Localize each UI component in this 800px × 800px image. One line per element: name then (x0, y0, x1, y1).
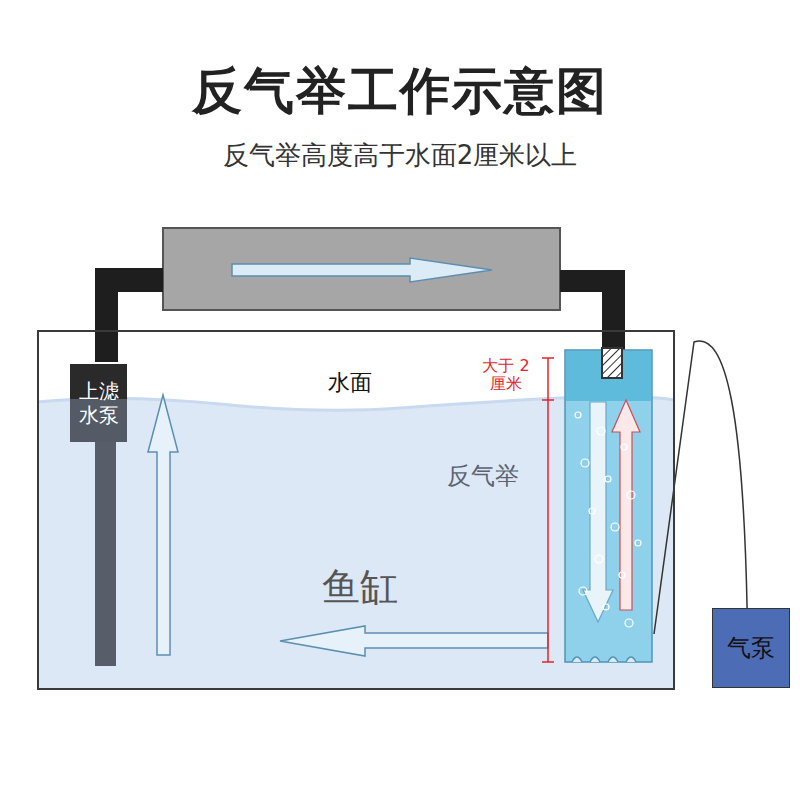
title: 反气举工作示意图 (0, 58, 800, 125)
air-pump: 气泵 (712, 608, 790, 688)
flow-arrow (232, 258, 492, 282)
node-text: 反气举 (447, 460, 519, 492)
filter-pump: 上滤水泵 (70, 364, 127, 442)
up-arrow (612, 400, 640, 610)
bubble (627, 491, 635, 499)
bubble (579, 587, 587, 595)
pipe-plug (602, 348, 622, 378)
bubbles (575, 412, 641, 627)
bubble (605, 476, 611, 482)
bubble (597, 427, 605, 435)
bubble (575, 412, 581, 418)
label: 大于 2厘米 (482, 357, 530, 393)
outlet-pipe (95, 268, 163, 362)
lift-tube (565, 350, 652, 662)
bubble (625, 619, 633, 627)
air-line (654, 341, 747, 634)
label: 反气举高度高于水面2厘米以上 (0, 138, 800, 173)
bubble (603, 604, 609, 610)
bubble (595, 555, 603, 563)
fish-tank: 鱼缸上滤水泵反气举 (37, 330, 675, 690)
bubble (581, 459, 589, 467)
down-arrow (583, 402, 613, 622)
return-pipe (560, 270, 625, 350)
label: 水面 (328, 368, 372, 398)
bubble (589, 508, 595, 514)
bubble (611, 523, 619, 531)
tank-left-arrow (280, 626, 548, 656)
intake-pipe (95, 438, 116, 666)
node-text: 气泵 (727, 632, 775, 664)
reverse-air-lift: 反气举 (567, 352, 654, 664)
node-text: 上滤水泵 (79, 379, 119, 427)
bubble (635, 540, 641, 546)
bubble (619, 572, 625, 578)
tank-up-arrow (148, 395, 178, 655)
bubble (621, 444, 627, 450)
dimension-line (542, 358, 554, 662)
filter-box (163, 228, 560, 310)
tube-slots (572, 657, 636, 662)
node-text: 鱼缸 (322, 562, 398, 613)
